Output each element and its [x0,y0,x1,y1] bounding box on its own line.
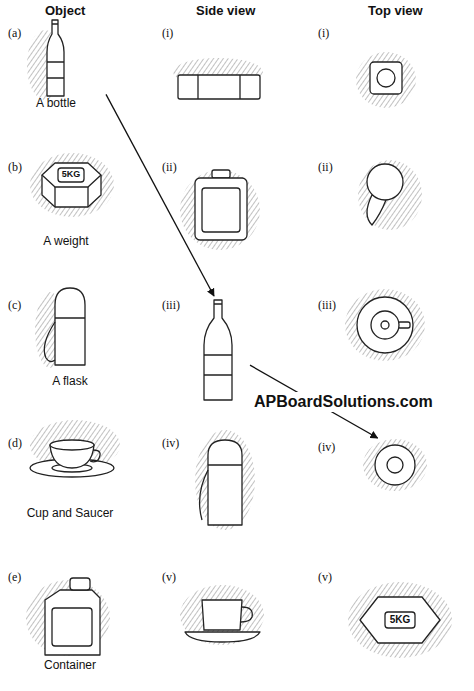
item-number: (v) [162,570,176,584]
bottle-side-view [204,300,232,400]
bottle-mouth [387,457,403,473]
view-cell: (iii) [160,296,250,404]
top-view-cap [377,69,395,87]
shading [356,52,416,108]
flask-drawing [55,288,85,365]
view-cell: (c) A flask [6,296,134,390]
weight-plate [385,612,415,628]
view-cell: (ii) [316,158,416,238]
view-cell: (iii) [316,296,426,361]
object-caption: Cup and Saucer [27,506,114,520]
cup-side-view [202,600,242,630]
item-number: (d) [8,436,22,450]
item-number: (ii) [162,160,177,174]
container-cap [212,170,230,178]
shading [363,439,427,491]
item-number: (v) [318,570,332,584]
view-cell: (iv) [160,434,260,534]
shading [358,160,422,230]
container-panel [52,608,92,646]
shading [348,582,452,658]
view-cell: (e) Container [6,568,134,674]
shading [180,170,260,250]
object-caption: Container [44,658,96,672]
item-number: (e) [8,570,21,584]
flask-side-view [208,440,242,525]
container-cap [70,578,90,590]
shading [345,289,425,361]
cup-handle [241,607,252,622]
view-cell: (v) [316,568,446,653]
weight-plate [58,168,84,182]
column-heading: Object [45,3,85,19]
shading [195,430,255,530]
cup-top-view [371,311,399,339]
item-number: (iv) [162,436,179,450]
weight-marking: 5KG [58,169,84,180]
shading [30,153,114,217]
flask-strap [200,465,242,520]
column-heading: Top view [368,3,423,19]
object-caption: A weight [43,234,88,248]
cup-rim [50,440,94,450]
container-side-view [195,178,247,240]
item-number: (iii) [162,298,180,312]
match-arrow [106,94,214,296]
watermark: APBoardSolutions.com [252,392,435,412]
shading [26,580,110,656]
column-heading: Side view [196,3,255,19]
item-number: (a) [8,26,21,40]
view-cell: (ii) [160,158,260,250]
bottle-bands [204,304,232,375]
object-caption: A bottle [36,96,76,110]
weight-top-view [360,597,440,643]
item-number: (iii) [318,298,336,312]
side-view-lines [198,75,240,99]
bottle-drawing [47,20,64,96]
cup-handle-top [398,322,410,328]
item-number: (b) [8,160,22,174]
cup-handle [90,450,100,462]
cup-centre [381,321,389,329]
view-cell: (v) [160,568,270,650]
item-number: (i) [162,26,173,40]
lying-side-view [178,75,260,99]
container-drawing [45,590,100,655]
item-number: (ii) [318,160,333,174]
item-number: (iv) [318,440,335,454]
view-cell: (a) A bottle [6,24,106,112]
item-number: (i) [318,26,329,40]
weight-marking: 5KG [385,613,415,626]
weight-top [42,163,101,187]
bottle-top-view [375,445,415,485]
sketch-shading [26,30,452,658]
container-panel [202,188,240,232]
line-drawings [30,20,440,655]
view-cell: (d) Cup and Saucer [6,434,134,522]
saucer-top-view [357,297,413,353]
view-cell: (i) [160,24,270,112]
flask-strap [44,318,85,362]
bottle-bands [47,24,64,78]
weight-edges [55,187,88,207]
object-caption: A flask [52,374,87,388]
flask-top-view [367,164,403,200]
view-cell: (i) [316,24,416,104]
top-view-square [370,62,402,94]
saucer-side-view [185,632,260,642]
view-cell: (iv) [316,438,426,498]
shading [180,585,264,645]
item-number: (c) [8,298,21,312]
